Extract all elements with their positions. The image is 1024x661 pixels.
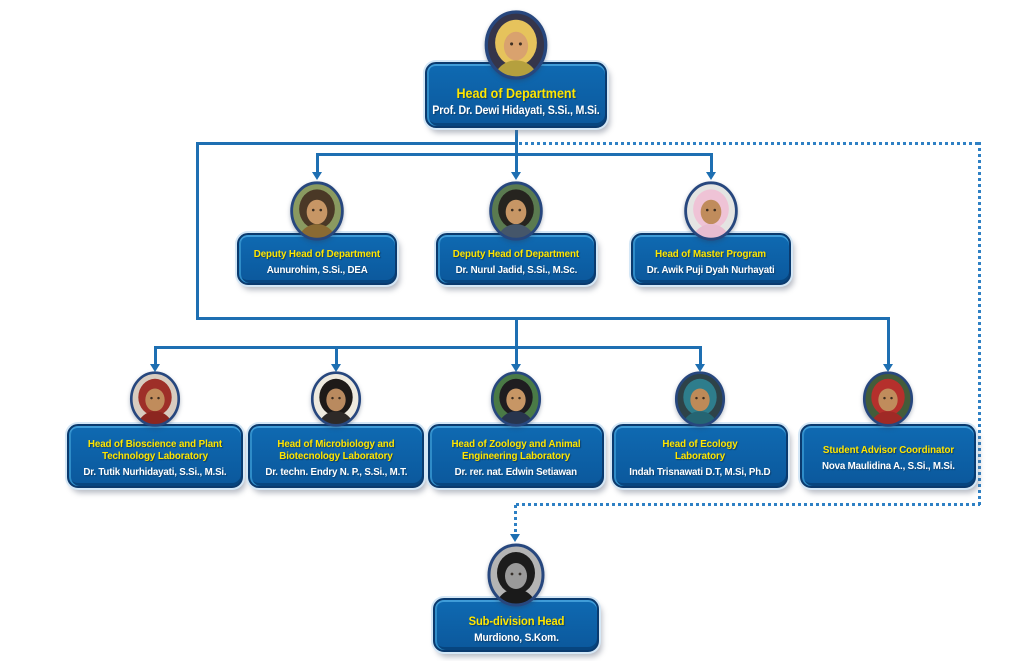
role-title: Sub-division Head [468,614,564,629]
connector-arrowhead [511,364,521,372]
connector-arrowhead [510,534,520,542]
connector-dotted-bottom-h [516,503,980,506]
person-photo [310,371,362,427]
connector-arrowhead [150,364,160,372]
person-photo [129,371,181,427]
person-name: Murdiono, S.Kom. [473,631,559,644]
connector-row3-upper-h [196,317,890,320]
role-title: Deputy Head of Department [253,248,381,261]
role-title: Head of Department [456,86,576,102]
connector-top-stub [515,128,518,155]
node-head-of-department: Head of Department Prof. Dr. Dewi Hidaya… [425,62,607,128]
node-ecology-lab: Head of Ecology Laboratory Indah Trisnaw… [612,424,788,488]
node-master-program: Head of Master Program Dr. Awik Puji Dya… [631,233,791,285]
node-zoology-lab: Head of Zoology and Animal Engineering L… [428,424,604,488]
person-name: Dr. Tutik Nurhidayati, S.Si., M.Si. [83,465,227,478]
person-photo [674,371,726,427]
photo-deputy-2 [487,180,545,242]
connector-row3-stub-1 [154,348,157,365]
photo-head-of-department [483,8,549,82]
role-title: Head of Master Program [655,248,767,261]
photo-deputy-1 [288,180,346,242]
person-name: Nova Maulidina A., S.Si., M.Si. [821,459,955,472]
connector-row3-lower-h [154,346,702,349]
role-title: Head of Ecology Laboratory [662,438,738,462]
connector-dotted-right-v [978,142,981,506]
person-photo [490,371,542,427]
node-microbiology-lab: Head of Microbiology and Biotecnology La… [248,424,424,488]
photo-student-advisor [860,370,916,428]
person-photo [484,10,548,80]
role-title: Head of Microbiology and Biotecnology La… [277,438,395,462]
role-title: Deputy Head of Department [452,248,580,261]
connector-row3-stub-4 [699,348,702,365]
node-deputy-2: Deputy Head of Department Dr. Nurul Jadi… [436,233,596,285]
connector-row2-stub-3 [710,155,713,173]
person-name: Indah Trisnawati D.T, M.Si, Ph.D [629,465,771,478]
person-name: Dr. rer. nat. Edwin Setiawan [454,465,578,478]
person-name: Dr. Nurul Jadid, S.Si., M.Sc. [455,263,577,276]
connector-arrowhead [695,364,705,372]
person-photo [862,371,914,427]
connector-row3-mid-drop [515,317,518,348]
connector-arrowhead [706,172,716,180]
person-name: Prof. Dr. Dewi Hidayati, S.Si., M.Si. [432,104,600,117]
photo-bioscience-lab [127,370,183,428]
connector-row3-stub-2 [335,348,338,365]
connector-arrowhead [511,172,521,180]
person-photo [684,181,738,241]
person-photo [489,181,543,241]
connector-left-drop [196,142,199,319]
connector-row2-h [316,153,713,156]
person-name: Aunurohim, S.Si., DEA [266,263,368,276]
connector-row3-stub-3 [515,348,518,365]
connector-row2-stub-2 [515,155,518,173]
role-title: Student Advisor Coordinator [822,444,954,457]
person-name: Dr. Awik Puji Dyah Nurhayati [647,263,775,276]
connector-arrowhead [883,364,893,372]
connector-dotted-top-h [519,142,981,145]
connector-dotted-drop [514,505,517,534]
photo-master-program [682,180,740,242]
photo-zoology-lab [488,370,544,428]
connector-row3-stub-5 [887,317,890,364]
person-photo [290,181,344,241]
person-photo [487,543,545,607]
connector-arrowhead [331,364,341,372]
connector-level1-h [196,142,518,145]
person-name: Dr. techn. Endry N. P., S.Si., M.T. [265,465,407,478]
role-title: Head of Bioscience and Plant Technology … [87,438,223,462]
connector-arrowhead [312,172,322,180]
connector-row2-stub-1 [316,155,319,173]
node-student-advisor: Student Advisor Coordinator Nova Maulidi… [800,424,976,488]
photo-microbiology-lab [308,370,364,428]
role-title: Head of Zoology and Animal Engineering L… [451,438,581,462]
photo-subdivision-head [483,542,549,608]
photo-ecology-lab [672,370,728,428]
node-bioscience-lab: Head of Bioscience and Plant Technology … [67,424,243,488]
node-deputy-1: Deputy Head of Department Aunurohim, S.S… [237,233,397,285]
